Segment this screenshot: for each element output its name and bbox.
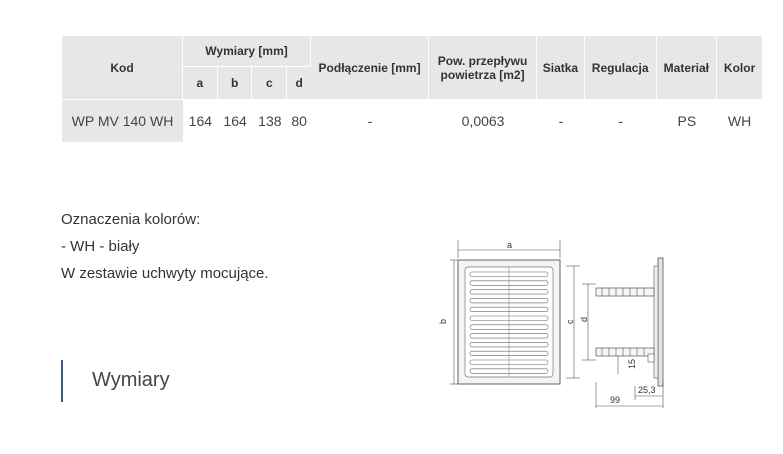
cell-podlaczenie: - <box>367 113 373 129</box>
header-kolor: Kolor <box>717 36 762 100</box>
dim-label-25-3: 25,3 <box>638 385 656 395</box>
dim-label-15: 15 <box>627 359 637 369</box>
dim-label-d: d <box>579 317 589 322</box>
color-notes: Oznaczenia kolorów: - WH - biały W zesta… <box>61 206 269 287</box>
header-podlaczenie: Podłączenie [mm] <box>311 36 430 100</box>
dim-label-99: 99 <box>610 395 620 405</box>
dim-label-a: a <box>507 240 512 250</box>
mounting-clip-bottom <box>595 347 655 357</box>
note-line: W zestawie uchwyty mocujące. <box>61 265 269 282</box>
header-wymiary: Wymiary [mm] <box>182 36 312 67</box>
header-przeplyw-line1: Pow. przepływu <box>437 53 528 68</box>
header-siatka: Siatka <box>537 36 585 100</box>
header-sub-c: c <box>252 67 288 100</box>
header-przeplyw: Pow. przepływu powietrza [m2] <box>429 36 538 100</box>
cell-d: 80 <box>291 113 307 129</box>
header-sub-a: a <box>182 67 218 100</box>
header-przeplyw-line2: powietrza [m2] <box>440 67 525 82</box>
grille-side-flange <box>657 257 664 387</box>
cell-siatka: - <box>558 113 564 129</box>
note-line: - WH - biały <box>61 238 140 255</box>
cell-a: 164 <box>188 113 213 129</box>
cell-kod: WP MV 140 WH <box>62 100 183 142</box>
cell-b: 164 <box>223 113 247 129</box>
table-row: WP MV 140 WH 164 164 138 80 - 0,0063 - -… <box>62 100 762 142</box>
section-title: Wymiary <box>92 369 170 391</box>
dim-label-c: c <box>565 319 575 324</box>
section-accent-bar <box>61 360 63 402</box>
technical-drawing: a b c d 15 25,3 99 <box>438 240 664 408</box>
header-regulacja: Regulacja <box>584 36 657 100</box>
header-sub-d: d <box>287 67 312 100</box>
cell-kolor: WH <box>727 113 752 129</box>
note-line: Oznaczenia kolorów: <box>61 211 201 228</box>
cell-material: PS <box>677 113 697 129</box>
cell-c: 138 <box>258 113 282 129</box>
header-sub-b: b <box>217 67 253 100</box>
header-material: Materiał <box>656 36 718 100</box>
header-kod: Kod <box>62 36 183 100</box>
mounting-clip-top <box>595 287 655 297</box>
cell-przeplyw: 0,0063 <box>461 113 505 129</box>
cell-regulacja: - <box>618 113 623 129</box>
product-spec-table: Kod Wymiary [mm] Podłączenie [mm] Pow. p… <box>62 36 762 142</box>
dim-label-b: b <box>438 319 448 324</box>
